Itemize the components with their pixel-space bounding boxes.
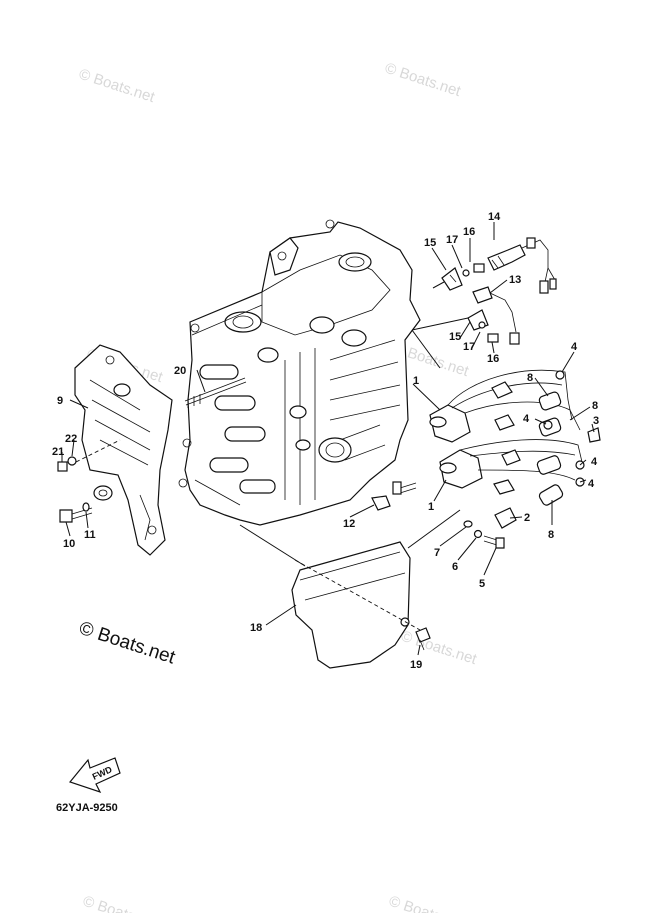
mounting-bracket [74, 344, 173, 556]
cover-18 [291, 541, 411, 669]
callout-12: 12 [343, 518, 355, 530]
callout-15-lower: 15 [449, 331, 461, 343]
clamp-15-lower [467, 309, 489, 331]
callout-2: 2 [524, 512, 530, 524]
callout-14: 14 [488, 211, 501, 223]
bolt-19 [415, 627, 431, 651]
callout-3: 3 [593, 415, 599, 427]
callout-1-lower: 1 [428, 501, 434, 513]
screws-16-17 [462, 263, 499, 343]
clamp-15-upper [441, 267, 463, 291]
watermark-boats-net: © Boats.net [76, 618, 178, 669]
small-parts-lower-right [371, 481, 517, 549]
callout-17: 17 [446, 234, 458, 246]
callout-8-upper: 8 [527, 372, 533, 384]
callout-4-right-lower: 4 [588, 478, 595, 490]
callout-22: 22 [65, 433, 77, 445]
callout-16: 16 [463, 226, 475, 238]
callout-8-lower: 8 [548, 529, 554, 541]
callout-18: 18 [250, 622, 262, 634]
callout-4-right-upper: 4 [591, 456, 598, 468]
callout-15: 15 [424, 237, 436, 249]
thermo-sensor-14 [487, 237, 557, 294]
callout-16-lower: 16 [487, 353, 499, 365]
callout-1-upper: 1 [413, 375, 419, 387]
callout-5: 5 [479, 578, 485, 590]
callout-10: 10 [63, 538, 75, 550]
watermark-top-left: © Boats.net [77, 66, 158, 107]
callout-7: 7 [434, 547, 440, 559]
ignition-coil-upper [429, 404, 471, 443]
callout-4-top: 4 [571, 341, 578, 353]
cylinder-block [178, 219, 421, 526]
watermark-bottom-left: © Boats.net [81, 893, 162, 913]
callout-21: 21 [52, 446, 64, 458]
diagram-code: 62YJA-9250 [56, 802, 118, 814]
watermark-bottom-right: © Boats.net [387, 893, 468, 913]
callout-labels: 14 16 17 15 13 15 17 16 4 20 1 8 4 8 3 9… [52, 211, 599, 671]
callout-19: 19 [410, 659, 422, 671]
sensor-13 [472, 286, 520, 345]
callout-6: 6 [452, 561, 458, 573]
spark-plug-wires [447, 369, 601, 506]
leader-lines [61, 222, 595, 656]
callout-8-right: 8 [592, 400, 598, 412]
stud-20 [184, 377, 247, 408]
callout-4-mid: 4 [523, 413, 530, 425]
left-fasteners [57, 439, 121, 523]
watermark-top-right: © Boats.net [383, 60, 464, 101]
callout-9: 9 [57, 395, 63, 407]
callout-17-lower: 17 [463, 341, 475, 353]
fwd-arrow-icon: FWD [68, 757, 121, 794]
callout-11: 11 [84, 529, 96, 541]
callout-20: 20 [174, 365, 186, 377]
callout-13: 13 [509, 274, 521, 286]
